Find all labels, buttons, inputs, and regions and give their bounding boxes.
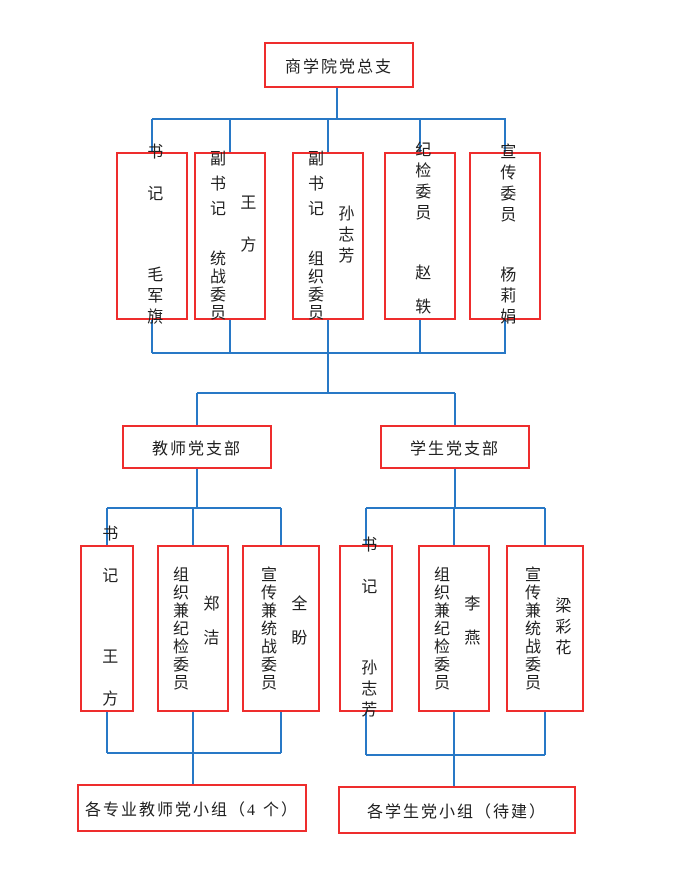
propaganda-text: 宣传委员 杨莉娟 [496,143,514,329]
box-party-general-branch: 商学院党总支 [264,42,414,88]
deputy-uf-role-col: 副书记 统战委员 [206,150,224,322]
discipline-role: 纪检委员 [412,140,430,225]
box-teacher-prop-united: 宣传兼统战委员 全盼 [242,545,320,712]
box-teacher-groups: 各专业教师党小组（4 个） [77,784,307,832]
secretary-text: 书记 毛军旗 [143,143,161,329]
box-student-secretary: 书记 孙志芳 [339,536,393,722]
teacher-org-role-col: 组织兼纪检委员 [169,566,187,692]
teacher-prop-role-col: 宣传兼统战委员 [257,566,275,692]
student-groups-label: 各学生党小组（待建） [366,804,547,821]
box-secretary: 书记 毛军旗 [116,143,188,329]
teacher-org-name: 郑洁 [200,594,218,663]
student-branch-label: 学生党支部 [409,441,500,458]
deputy-org-name: 孙志芳 [335,204,353,268]
teacher-prop-name: 全盼 [288,594,306,663]
teacher-branch-label: 教师党支部 [151,441,242,458]
deputy-org-role-col: 副书记 组织委员 [304,150,322,322]
connector-mid [151,319,506,425]
connector-student-branch [365,469,546,545]
teacher-prop-name-col: 全盼 [287,595,305,663]
propaganda-role: 宣传委员 [497,143,515,227]
connector-student-groups [365,711,546,786]
teacher-secretary-role: 书记 [99,525,117,609]
student-prop-name-col: 梁彩花 [551,597,569,660]
box-propaganda: 宣传委员 杨莉娟 [469,143,541,329]
box-student-groups: 各学生党小组（待建） [338,786,576,834]
connector-top [151,88,506,153]
deputy-uf-role1: 副书记 [207,150,224,225]
box-teacher-secretary: 书记 王方 [80,525,134,732]
student-org-role: 组织兼纪检委员 [431,565,448,692]
teacher-groups-label: 各专业教师党小组（4 个） [84,802,299,819]
connector-teacher-branch [106,469,282,545]
student-prop-name: 梁彩花 [552,597,570,660]
student-prop-role-col: 宣传兼统战委员 [521,566,539,692]
teacher-secretary-text: 书记 王方 [98,525,116,732]
box-party-general-branch-label: 商学院党总支 [284,59,393,76]
box-student-prop-united: 宣传兼统战委员 梁彩花 [506,545,584,712]
deputy-org-name-col: 孙志芳 [334,205,352,268]
box-student-org-discipline: 组织兼纪检委员 李燕 [418,545,490,712]
box-deputy-secretary-organization: 副书记 组织委员 孙志芳 [292,150,364,322]
student-secretary-role: 书记 [358,535,376,620]
secretary-name: 毛军旗 [144,266,162,329]
student-prop-role: 宣传兼统战委员 [522,565,539,692]
deputy-org-role1: 副书记 [305,150,322,225]
box-teacher-branch: 教师党支部 [122,425,272,469]
secretary-role: 书记 [144,143,162,227]
student-secretary-name: 孙志芳 [358,658,376,722]
teacher-org-role: 组织兼纪检委员 [170,565,187,692]
box-discipline-inspection: 纪检委员 赵轶 [384,141,456,332]
teacher-org-name-col: 郑洁 [199,595,217,663]
student-org-role-col: 组织兼纪检委员 [430,566,448,692]
student-org-name: 李燕 [461,594,479,663]
teacher-prop-role: 宣传兼统战委员 [258,565,275,692]
connector-teacher-groups [106,711,282,784]
discipline-text: 纪检委员 赵轶 [411,141,429,332]
student-org-name-col: 李燕 [460,595,478,663]
box-deputy-secretary-united-front: 副书记 统战委员 王方 [194,150,266,322]
deputy-uf-name: 王方 [237,194,255,278]
teacher-secretary-name: 王方 [99,648,117,732]
deputy-uf-role2: 统战委员 [207,250,224,322]
box-student-branch: 学生党支部 [380,425,530,469]
deputy-org-role2: 组织委员 [305,250,322,322]
discipline-name: 赵轶 [412,263,430,332]
box-teacher-org-discipline: 组织兼纪检委员 郑洁 [157,545,229,712]
propaganda-name: 杨莉娟 [497,266,515,329]
student-secretary-text: 书记 孙志芳 [357,536,375,722]
deputy-uf-name-col: 王方 [236,194,254,278]
